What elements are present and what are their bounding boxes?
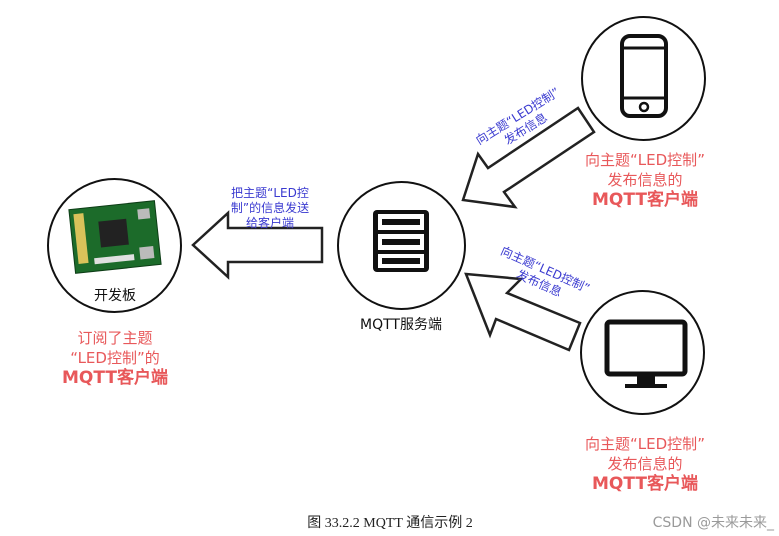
phone-caption: 向主题“LED控制” 发布信息的 MQTT客户端 bbox=[570, 150, 720, 210]
arrow-phone-to-server bbox=[461, 106, 596, 209]
phone-node bbox=[581, 16, 706, 141]
server-to-board-label: 把主题“LED控 制”的信息发送 给客户端 bbox=[220, 186, 320, 231]
board-caption: 订阅了主题 “LED控制”的 MQTT客户端 bbox=[40, 328, 190, 388]
monitor-caption-line3: MQTT客户端 bbox=[592, 474, 698, 494]
board-caption-line3: MQTT客户端 bbox=[62, 368, 168, 388]
server-to-board-label-line3: 给客户端 bbox=[245, 216, 294, 230]
arrow-server-to-board bbox=[191, 210, 324, 280]
server-name: MQTT服务端 bbox=[360, 317, 442, 333]
board-caption-line1: 订阅了主题 bbox=[77, 329, 153, 347]
board-caption-line2: “LED控制”的 bbox=[70, 349, 160, 367]
phone-caption-line3: MQTT客户端 bbox=[592, 190, 698, 210]
board-name: 开发板 bbox=[94, 288, 136, 304]
phone-caption-line1: 向主题“LED控制” bbox=[585, 151, 705, 169]
server-to-board-label-line2: 制”的信息发送 bbox=[230, 201, 310, 215]
watermark: CSDN @未来未来_ bbox=[652, 515, 774, 531]
monitor-caption-line1: 向主题“LED控制” bbox=[585, 435, 705, 453]
monitor-caption-line2: 发布信息的 bbox=[607, 455, 683, 473]
monitor-caption: 向主题“LED控制” 发布信息的 MQTT客户端 bbox=[570, 434, 720, 494]
server-to-board-label-line1: 把主题“LED控 bbox=[231, 186, 309, 200]
figure-caption: 图 33.2.2 MQTT 通信示例 2 bbox=[307, 516, 473, 531]
arrow-monitor-to-server bbox=[464, 272, 582, 352]
phone-caption-line2: 发布信息的 bbox=[607, 171, 683, 189]
